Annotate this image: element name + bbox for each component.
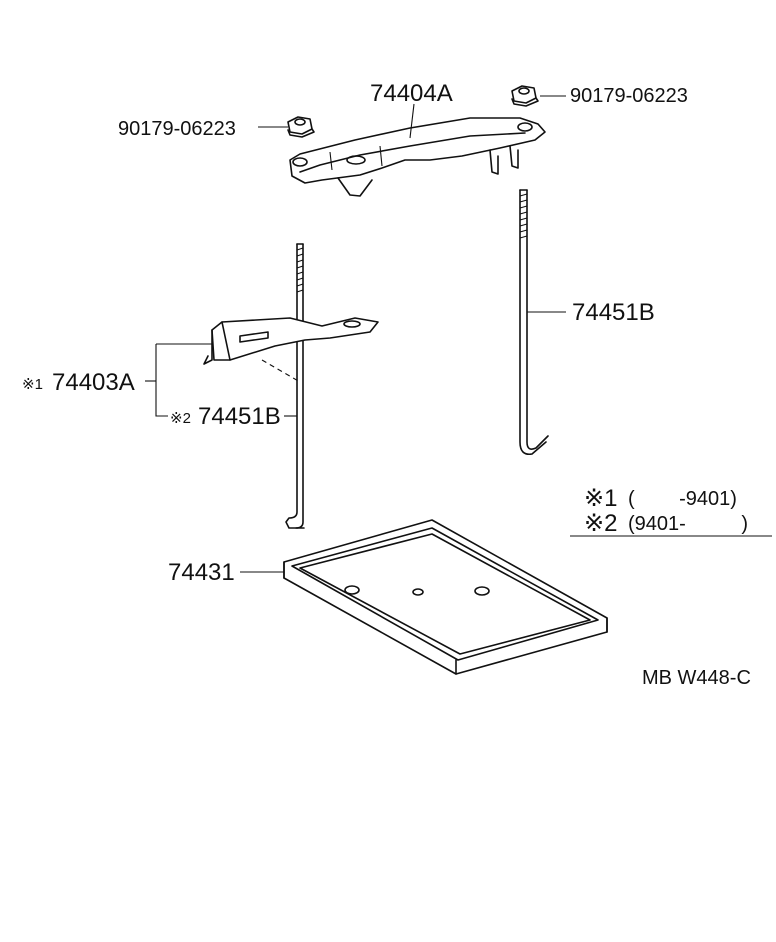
battery-tray-part (283, 519, 608, 675)
leader-lines (145, 95, 772, 573)
label-bracket: 74403A (52, 369, 135, 396)
label-nut-left: 90179-06223 (118, 118, 236, 140)
legend-row1-text: ( -9401) (628, 488, 737, 510)
diagram-code: MB W448-C (642, 667, 751, 689)
legend-row2-text: (9401- ) (628, 513, 748, 535)
bracket-part (203, 317, 379, 383)
rod-right-part (519, 189, 549, 456)
label-hold-down-clamp: 74404A (370, 80, 453, 107)
hex-nut-left-part (287, 116, 315, 138)
label-rod-right: 74451B (572, 299, 655, 326)
legend-row1-mark: ※1 (584, 485, 617, 512)
legend-row2-mark: ※2 (584, 510, 617, 537)
hex-nut-right-part (511, 85, 539, 107)
rod-left-part (285, 243, 305, 529)
hold-down-clamp-part (289, 117, 546, 197)
label-nut-right: 90179-06223 (570, 85, 688, 107)
label-rod-left-mark: ※2 (170, 410, 191, 427)
label-tray: 74431 (168, 559, 235, 586)
label-rod-left: 74451B (198, 403, 281, 430)
label-bracket-mark: ※1 (22, 376, 43, 393)
legend: ※1 ( -9401) ※2 (9401- ) (584, 485, 748, 537)
